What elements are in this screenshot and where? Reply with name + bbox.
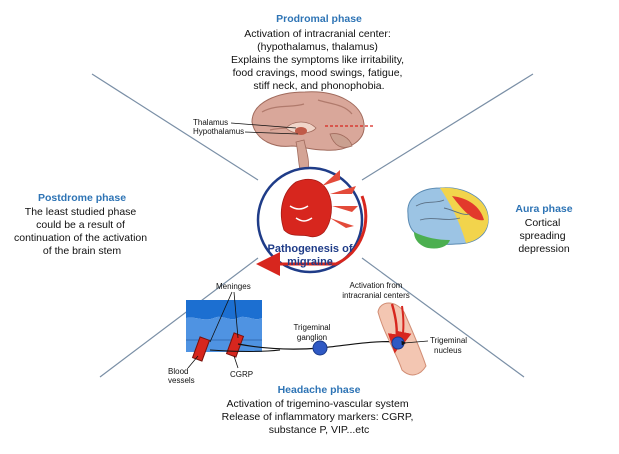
meninges-label: Meninges — [216, 282, 251, 291]
prodromal-description: Activation of intracranial center: (hypo… — [231, 28, 407, 92]
cortex-illustration — [407, 187, 489, 249]
cgrp-pointer — [233, 355, 239, 369]
activation-label-line-1: Activation from — [350, 281, 403, 290]
aura-title: Aura phase — [515, 203, 572, 215]
hypothalamus-label: Hypothalamus — [193, 127, 244, 136]
postdrome-description: The least studied phase could be a resul… — [14, 206, 150, 257]
headache-title: Headache phase — [278, 384, 361, 396]
cycle-arrow — [256, 195, 368, 276]
prodromal-line-4: food cravings, mood swings, fatigue, — [233, 67, 403, 79]
trigeminal-ganglion-label-line-1: Trigeminal — [293, 323, 330, 332]
center-label-line-2: migraine — [287, 256, 333, 268]
postdrome-line-3: continuation of the activation — [14, 232, 147, 244]
prodromal-line-2: (hypothalamus, thalamus) — [257, 41, 378, 53]
trigeminal-nucleus-label-line-1: Trigeminal — [430, 336, 467, 345]
center-circle-group — [256, 166, 368, 276]
postdrome-title: Postdrome phase — [38, 192, 126, 204]
headache-description: Activation of trigemino-vascular system … — [222, 398, 417, 436]
divider-top-right — [361, 73, 534, 181]
cgrp-label: CGRP — [230, 370, 253, 379]
meninges-pointer-2 — [233, 291, 239, 339]
divider-bottom-right — [361, 257, 525, 378]
prodromal-line-3: Explains the symptoms like irritability, — [231, 54, 404, 66]
headache-line-1: Activation of trigemino-vascular system — [227, 398, 409, 410]
postdrome-line-4: of the brain stem — [43, 245, 121, 257]
trigeminal-nucleus-label-line-2: nucleus — [434, 346, 462, 355]
prodromal-line-1: Activation of intracranial center: — [244, 28, 391, 40]
trigeminal-branch — [209, 349, 281, 352]
center-label-line-1: Pathogenesis of — [268, 243, 353, 255]
aura-line-3: depression — [518, 243, 570, 255]
divider-top-left — [91, 73, 259, 181]
thalamus-pointer — [230, 122, 297, 129]
hypothalamus-pointer — [244, 131, 299, 135]
blood-vessels-label-line-2: vessels — [168, 376, 195, 385]
headache-line-2: Release of inflammatory markers: CGRP, — [222, 411, 414, 423]
activation-label-line-2: intracranial centers — [342, 291, 410, 300]
headache-line-3: substance P, VIP...etc — [269, 424, 370, 436]
trigeminal-nucleus — [391, 336, 405, 350]
divider-bottom-left — [99, 257, 259, 378]
prodromal-title: Prodromal phase — [276, 13, 362, 25]
brain-sagittal-illustration — [251, 91, 375, 171]
postdrome-line-1: The least studied phase — [25, 206, 137, 218]
thalamus-label: Thalamus — [193, 118, 228, 127]
aura-description: Cortical spreading depression — [518, 217, 570, 255]
pain-rays — [322, 170, 358, 228]
meninges-pointer-1 — [209, 291, 233, 343]
trigeminal-ganglion — [312, 340, 328, 356]
trigeminal-ganglion-label-line-2: ganglion — [297, 333, 327, 342]
aura-line-1: Cortical — [525, 217, 561, 229]
aura-line-2: spreading — [519, 230, 565, 242]
prodromal-line-5: stiff neck, and phonophobia. — [253, 80, 384, 92]
blood-vessels-label-line-1: Blood — [168, 367, 188, 376]
blood-vessels-pointer — [187, 355, 199, 369]
head-profile — [280, 178, 332, 238]
trigeminal-nucleus-pointer — [401, 340, 429, 346]
postdrome-line-2: could be a result of — [36, 219, 125, 231]
